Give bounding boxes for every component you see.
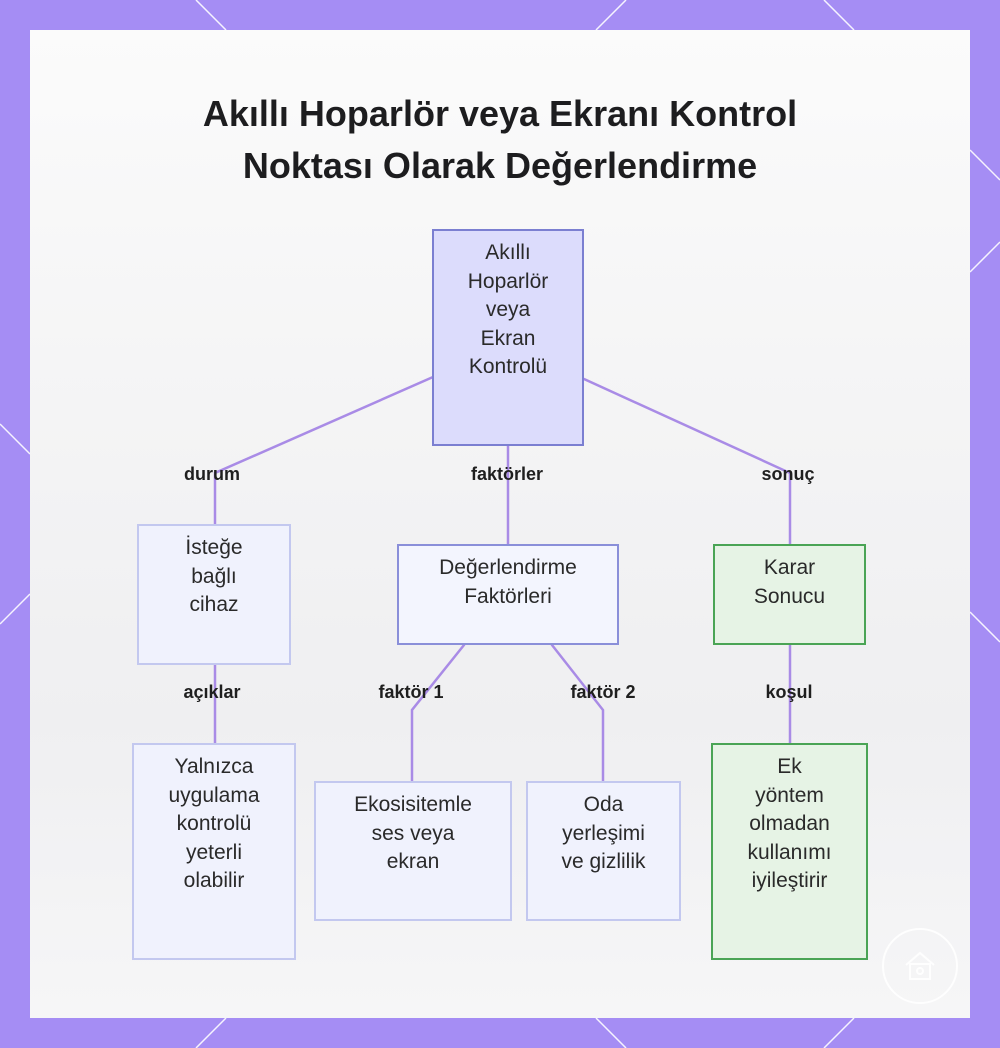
edge-label-faktor1: faktör 1: [378, 682, 444, 702]
node-decision-result: Karar Sonucu: [713, 544, 866, 645]
node-app-only-control: Yalnızca uygulama kontrolü yeterli olabi…: [132, 743, 296, 960]
node-ecosystem: Ekosisitemle ses veya ekran: [314, 781, 512, 921]
node-room-privacy: Oda yerleşimi ve gizlilik: [526, 781, 681, 921]
node-optional-device: İsteğe bağlı cihaz: [137, 524, 291, 665]
logo-badge: [882, 928, 958, 1004]
node-improves-usage: Ek yöntem olmadan kullanımı iyileştirir: [711, 743, 868, 960]
edge-faktor2: [550, 643, 605, 784]
edge-faktor1: [410, 643, 466, 784]
edge-label-faktorler: faktörler: [470, 464, 544, 484]
edge-sonuc: [582, 377, 792, 548]
edge-label-sonuc: sonuç: [761, 464, 815, 484]
edge-label-durum: durum: [184, 464, 240, 484]
title-line-2: Noktası Olarak Değerlendirme: [242, 145, 758, 186]
diagram-title: Akıllı Hoparlör veya Ekranı Kontrol Nokt…: [30, 88, 970, 192]
diagram-panel: Akıllı Hoparlör veya Ekranı Kontrol Nokt…: [30, 30, 970, 1018]
title-line-1: Akıllı Hoparlör veya Ekranı Kontrol: [202, 93, 798, 134]
edge-label-faktor2: faktör 2: [570, 682, 636, 702]
node-root: Akıllı Hoparlör veya Ekran Kontrolü: [432, 229, 584, 446]
node-evaluation-factors: Değerlendirme Faktörleri: [397, 544, 619, 645]
edge-label-kosul: koşul: [765, 682, 813, 702]
edge-durum: [213, 375, 435, 528]
house-icon: [905, 951, 935, 980]
edge-label-aciklar: açıklar: [183, 682, 241, 702]
edge-layer: [213, 375, 792, 784]
